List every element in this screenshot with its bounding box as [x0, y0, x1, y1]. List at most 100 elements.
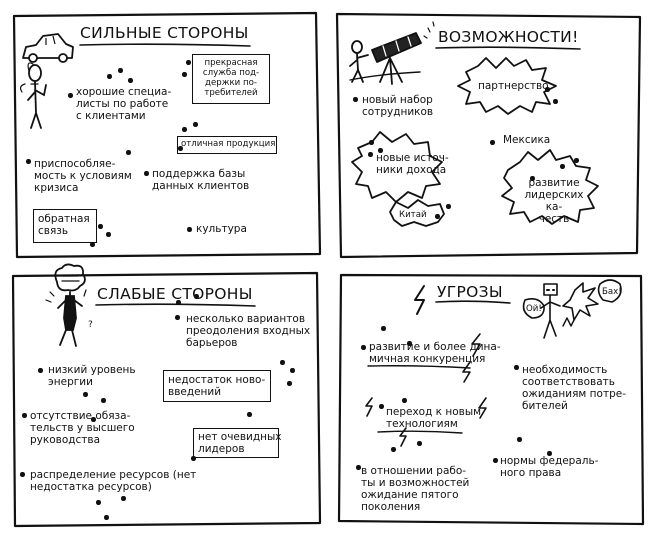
partnership-burst	[457, 57, 557, 115]
bullet-dot	[547, 451, 552, 456]
weakness-item: распределение ресурсов (нет недостатка р…	[30, 469, 197, 493]
opportunity-item: партнерство	[478, 80, 549, 92]
bullet-dot	[545, 87, 550, 92]
lightning-icon	[414, 285, 425, 315]
bullet-dot	[280, 360, 285, 365]
stick-figure-icon	[19, 62, 47, 129]
opportunities-frame	[335, 12, 642, 259]
threats-frame	[337, 273, 645, 526]
strength-item: прекрасная служба под- держки по- требит…	[202, 58, 260, 98]
bullet-dot	[290, 368, 295, 373]
bullet-dot	[194, 294, 199, 299]
opportunity-item: новый набор сотрудников	[362, 94, 434, 118]
opportunity-item: развитие лидерских ка- честв	[524, 177, 584, 225]
bullet-dot	[26, 159, 31, 164]
threat-item: в отношении рабо- ты и возможностей ожид…	[361, 465, 470, 513]
weaknesses-title: СЛАБЫЕ СТОРОНЫ	[97, 285, 253, 303]
bullet-dot	[574, 158, 579, 163]
bullet-dot	[128, 78, 133, 83]
weakness-item: недостаток ново- введений	[168, 374, 266, 398]
bullet-dot	[560, 164, 565, 169]
bullet-dot	[83, 392, 88, 397]
bullet-dot	[96, 500, 101, 505]
weakness-item: несколько вариантов преодоления входных …	[186, 313, 311, 349]
bullet-dot	[107, 74, 112, 79]
bullet-dot	[182, 127, 187, 132]
bullet-dot	[517, 437, 522, 442]
bullet-dot	[407, 341, 412, 346]
bullet-dot	[369, 140, 374, 145]
bullet-dot	[20, 472, 25, 477]
bullet-dot	[68, 93, 73, 98]
strength-item: приспособляе- мость к условиям кризиса	[34, 158, 132, 194]
bolt-icon	[471, 333, 481, 357]
bullet-dot	[191, 456, 196, 461]
bullet-dot	[101, 398, 106, 403]
leaders-box	[193, 428, 279, 458]
bolt-icon	[399, 427, 407, 447]
bullet-dot	[91, 417, 96, 422]
weakness-item: низкий уровень энергии	[48, 364, 136, 388]
weakness-item: отсутствие обяза- тельств у высшего руко…	[30, 410, 135, 446]
bullet-dot	[186, 60, 191, 65]
leadership-burst	[501, 149, 599, 225]
bullet-dot	[514, 365, 519, 370]
bullet-dot	[391, 447, 396, 452]
bullet-dot	[247, 412, 252, 417]
opportunities-title: ВОЗМОЖНОСТИ!	[438, 28, 579, 46]
weaknesses-frame	[11, 271, 322, 528]
stressed-figure-icon	[45, 263, 87, 347]
bullet-dot	[175, 315, 180, 320]
bullet-dot	[38, 368, 43, 373]
opportunity-item: Китай	[399, 210, 427, 220]
bullet-dot	[446, 204, 451, 209]
bullet-dot	[104, 515, 109, 520]
opportunity-item: новые источ- ники дохода	[376, 152, 449, 176]
bullet-dot	[176, 300, 181, 305]
threat-item: переход к новым технологиям	[386, 406, 482, 430]
bullet-dot	[381, 326, 386, 331]
bullet-dot	[144, 171, 149, 176]
speech-bah: Бах!	[602, 287, 622, 297]
strengths-title: СИЛЬНЫЕ СТОРОНЫ	[80, 24, 249, 42]
threats-title: УГРОЗЫ	[437, 283, 503, 301]
bullet-dot	[106, 232, 111, 237]
bullet-dot	[121, 496, 126, 501]
strength-item: культура	[196, 223, 247, 235]
strengths-frame	[12, 11, 322, 259]
china-burst	[389, 199, 445, 227]
bullet-dot	[435, 214, 440, 219]
bullet-dot	[361, 345, 366, 350]
bullet-dot	[356, 465, 361, 470]
bullet-dot	[22, 413, 27, 418]
bullet-dot	[402, 398, 407, 403]
bullet-dot	[118, 68, 123, 73]
bullet-dot	[353, 97, 358, 102]
bullet-dot	[417, 441, 422, 446]
bullet-dot	[90, 242, 95, 247]
strength-item: поддержка базы данных клиентов	[152, 168, 250, 192]
speech-oi: Ой!	[526, 304, 542, 314]
svg-text:?: ?	[88, 320, 93, 330]
product-box	[177, 136, 277, 154]
bolt-icon	[478, 397, 487, 419]
feedback-box	[33, 209, 97, 243]
telescope-icon	[349, 21, 435, 85]
service-box	[192, 54, 270, 104]
weakness-item: нет очевидных лидеров	[198, 431, 282, 455]
strength-item: обратная связь	[38, 213, 90, 237]
strength-item: хорошие специа- листы по работе с клиент…	[76, 86, 172, 122]
bullet-dot	[493, 458, 498, 463]
bullet-dot	[378, 148, 383, 153]
income-burst	[351, 131, 443, 203]
threat-item: необходимость соответствовать ожиданиям …	[522, 364, 626, 412]
bullet-dot	[178, 146, 183, 151]
opportunity-item: Мексика	[503, 134, 551, 146]
bullet-dot	[187, 227, 192, 232]
bullet-dot	[182, 72, 187, 77]
threat-item: развитие и более дина- мичная конкуренци…	[369, 341, 501, 365]
bullet-dot	[553, 99, 558, 104]
bullet-dot	[193, 122, 198, 127]
threat-item: нормы федераль- ного права	[500, 455, 599, 479]
